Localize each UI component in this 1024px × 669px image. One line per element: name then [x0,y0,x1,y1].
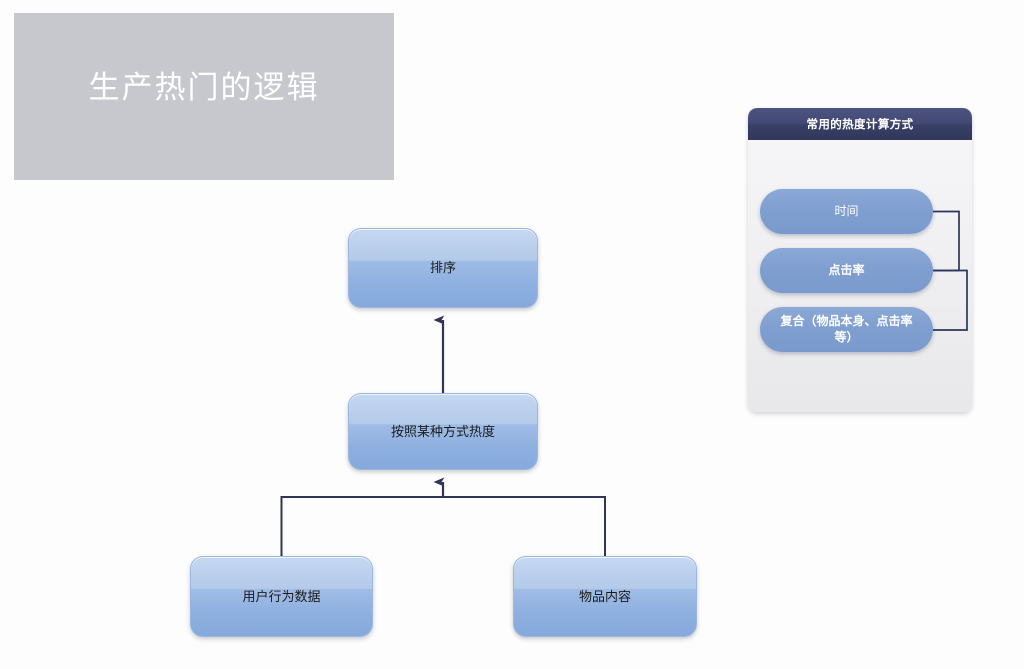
panel-item-time[interactable]: 时间 [760,189,933,234]
panel-item-composite[interactable]: 复合（物品本身、点击率 等） [760,307,933,352]
panel-item-time-label: 时间 [834,203,859,218]
flow-box-heat[interactable]: 按照某种方式热度 [348,393,538,470]
panel-header: 常用的热度计算方式 [748,108,972,140]
flow-box-content[interactable]: 物品内容 [513,556,697,637]
flow-box-heat-label: 按照某种方式热度 [390,424,495,440]
heat-methods-panel: 常用的热度计算方式 时间 点击率 复合（物品本身、点击率 [748,108,972,412]
flow-box-behavior-label: 用户行为数据 [242,589,321,605]
panel-item-ctr[interactable]: 点击率 [760,248,933,293]
panel-item-composite-line2: 等） [834,329,859,344]
flow-box-behavior[interactable]: 用户行为数据 [190,556,373,637]
panel-item-composite-label: 复合（物品本身、点击率 等） [772,314,920,346]
page-title: 生产热门的逻辑 [88,70,320,106]
title-block: 生产热门的逻辑 [14,13,394,180]
flow-box-sort-label: 排序 [429,261,456,277]
flow-box-sort[interactable]: 排序 [348,228,538,308]
panel-body: 时间 点击率 复合（物品本身、点击率 等） [748,140,972,412]
panel-header-title: 常用的热度计算方式 [806,117,914,131]
panel-item-composite-line1: 复合（物品本身、点击率 [780,313,913,328]
panel-item-ctr-label: 点击率 [828,262,865,277]
flow-box-content-label: 物品内容 [578,589,631,605]
